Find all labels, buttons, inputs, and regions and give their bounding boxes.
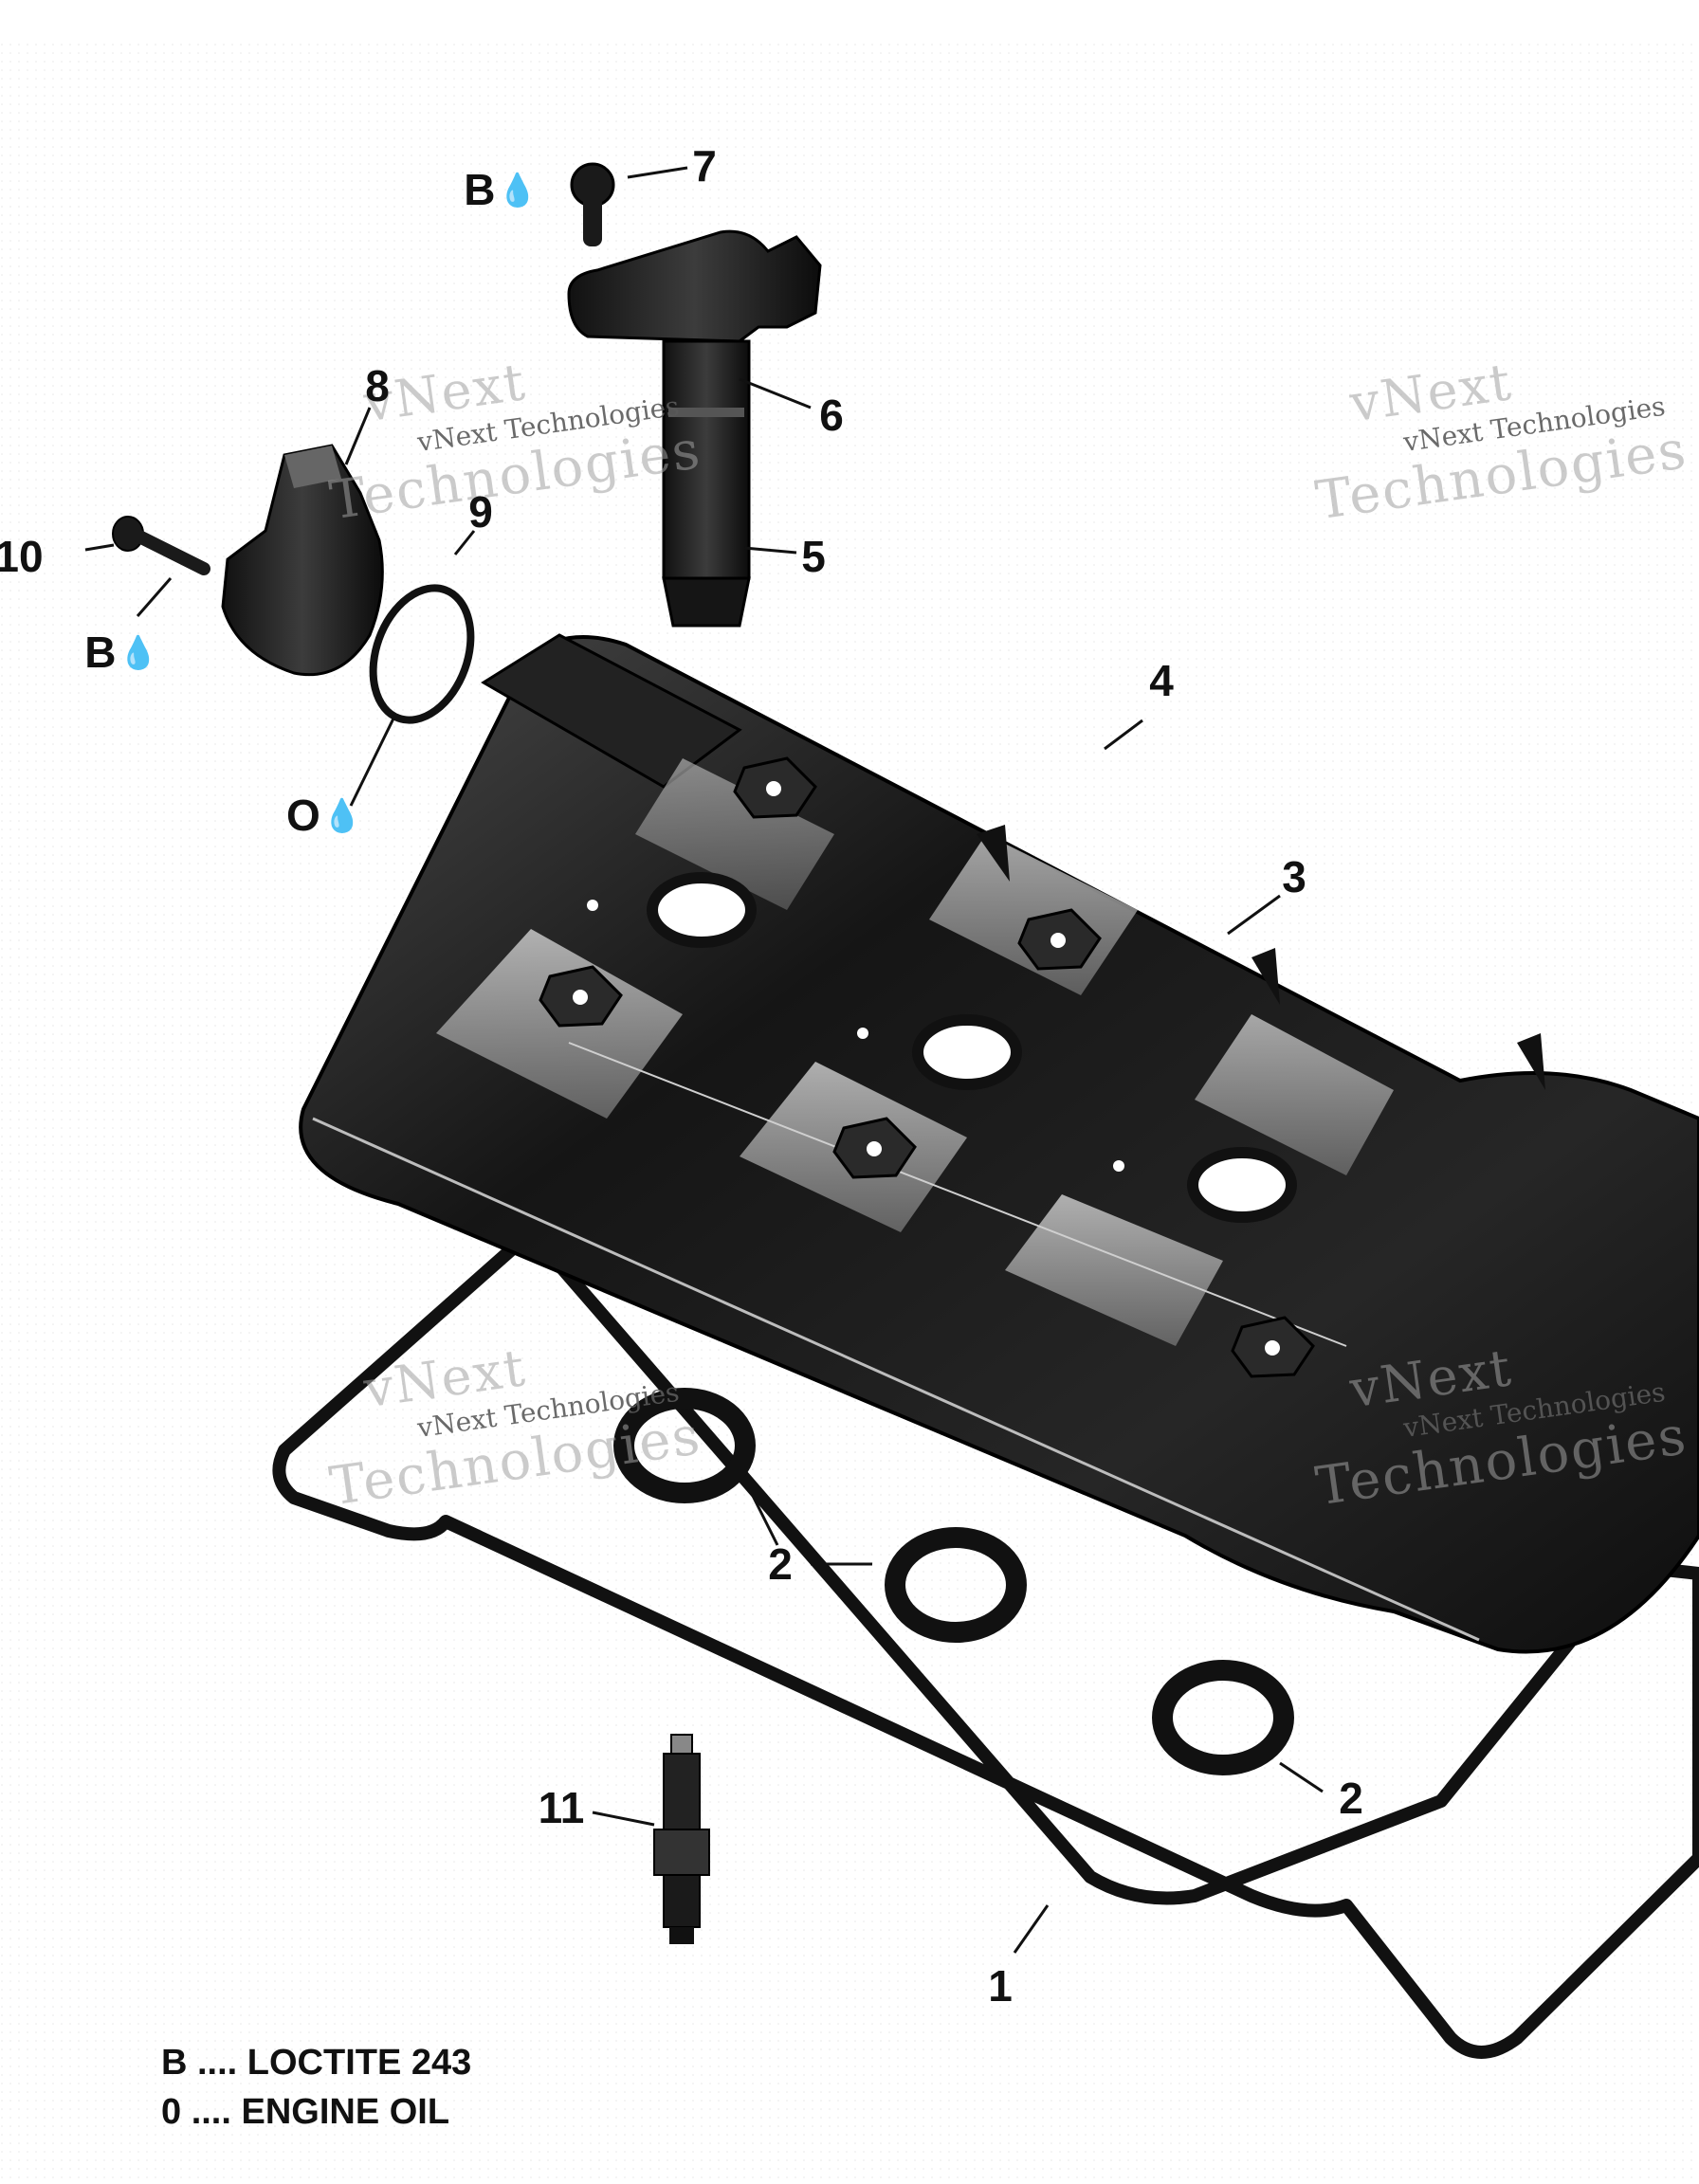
spark-plug [653,1734,710,1944]
callout-2-upper: 2 [768,1539,793,1589]
camshaft-position-sensor [221,444,384,677]
coil-bolt [570,162,615,246]
callout-2-lower: 2 [1339,1774,1363,1823]
marker-letter: O [285,791,320,840]
callout-8: 8 [365,361,390,410]
gasket [272,1226,1699,2059]
callout-6: 6 [819,391,844,440]
legend-loctite: B .... LOCTITE 243 [161,2043,472,2083]
marker-letter: B [84,628,117,677]
callout-7: 7 [692,141,717,191]
leader-lines [84,166,1324,1954]
callout-5: 5 [801,532,826,581]
valve-cover [299,633,1699,1654]
callout-10: 10 [0,532,44,581]
ignition-coil [567,229,822,628]
spark-plug-seal-2 [885,1527,1027,1643]
callout-3: 3 [1282,852,1306,901]
drop-icon: 💧 [321,798,363,834]
callout-1: 1 [988,1961,1013,2011]
sensor-o-ring [369,584,475,724]
loctite-marker-left: B💧 [84,630,158,674]
callout-4: 4 [1149,656,1174,705]
loctite-marker-top: B💧 [464,168,538,211]
spark-plug-seal-3 [1152,1660,1294,1775]
drop-icon: 💧 [497,173,538,209]
callout-11: 11 [538,1783,585,1832]
oil-marker: O💧 [286,793,362,837]
legend: B .... LOCTITE 243 0 .... ENGINE OIL [161,2038,471,2137]
callout-9: 9 [468,487,493,537]
sensor-screw [112,516,210,575]
marker-letter: B [464,165,496,214]
legend-engine-oil: 0 .... ENGINE OIL [161,2092,450,2132]
spark-plug-seal-1 [613,1388,756,1503]
drop-icon: 💧 [118,635,158,671]
